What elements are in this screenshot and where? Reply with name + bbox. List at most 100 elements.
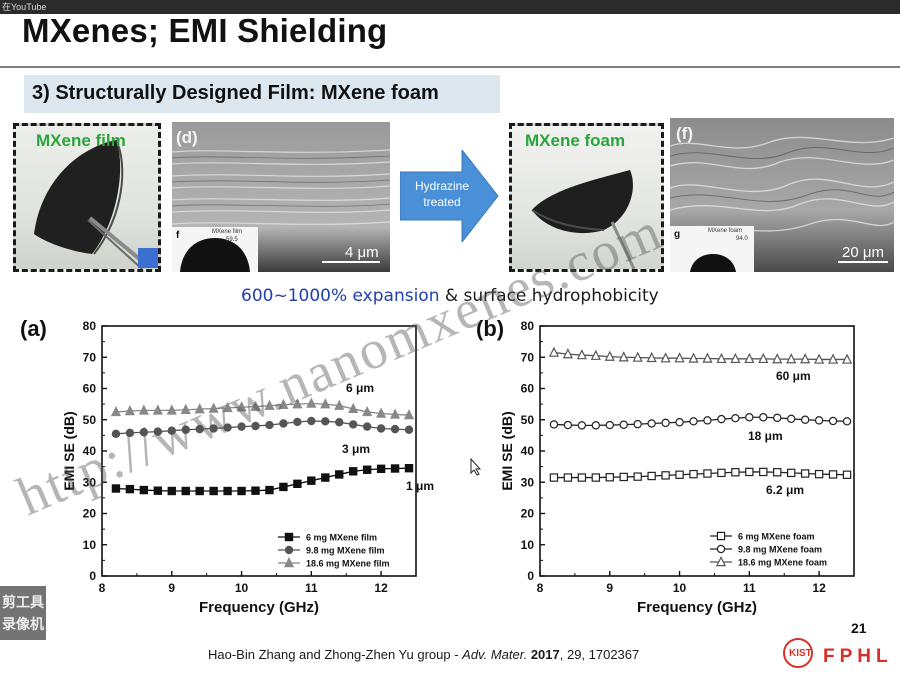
legend-label: 18.6 mg MXene film: [306, 559, 390, 569]
data-point: [800, 353, 811, 364]
data-point: [362, 405, 373, 417]
series-line: [115, 402, 410, 416]
data-point: [251, 486, 260, 495]
data-point: [814, 469, 824, 479]
data-point: [209, 486, 218, 496]
data-point: [250, 400, 261, 411]
data-point: [180, 403, 191, 414]
data-point: [376, 407, 387, 418]
recorder-badge: [0, 586, 46, 640]
data-point: [111, 484, 121, 493]
film-inset-label: MXene film: [212, 229, 243, 235]
data-point: [153, 427, 163, 436]
data-point: [841, 353, 853, 364]
data-point: [334, 399, 345, 410]
data-point: [716, 352, 727, 364]
x-tick-label: 12: [374, 581, 388, 595]
data-point: [688, 352, 699, 363]
data-point: [209, 424, 218, 433]
data-point: [549, 420, 559, 429]
expansion-highlight: 600~1000% expansion: [241, 286, 440, 306]
series-line: [553, 351, 848, 361]
data-point: [125, 484, 135, 494]
data-point: [320, 398, 331, 409]
series-line: [115, 467, 410, 492]
data-point: [717, 414, 726, 424]
data-point: [605, 420, 614, 430]
data-point: [251, 421, 260, 431]
foam-sem-scalebar-label: 20 μm: [842, 244, 884, 261]
data-point: [403, 409, 415, 420]
data-point: [139, 485, 149, 495]
kist-logo-text: KIST: [789, 648, 812, 659]
data-point: [152, 404, 163, 415]
data-point: [167, 426, 176, 435]
expansion-caption: 600~1000% expansion & surface hydrophobi…: [241, 286, 659, 306]
data-point: [223, 486, 232, 496]
data-point: [674, 352, 685, 363]
y-axis-label: EMI SE (dB): [499, 411, 515, 490]
data-point: [208, 402, 219, 413]
data-point: [647, 471, 656, 481]
recorder-badge-line2: 录像机: [2, 616, 44, 632]
data-point: [362, 465, 372, 474]
data-point: [828, 416, 838, 426]
data-point: [111, 429, 121, 439]
legend-marker: [716, 544, 726, 554]
data-point: [842, 417, 852, 426]
data-point: [195, 424, 204, 434]
mxene-film-photo: [13, 123, 161, 272]
data-point: [787, 414, 796, 424]
data-point: [195, 486, 204, 496]
data-point: [800, 469, 810, 478]
legend-marker: [284, 545, 294, 555]
expansion-rest: & surface hydrophobicity: [439, 286, 659, 306]
panel-letter: (a): [20, 316, 47, 341]
page-number: 21: [851, 620, 867, 636]
data-point: [647, 419, 656, 428]
data-point: [590, 349, 601, 360]
data-point: [703, 416, 712, 425]
y-tick-label: 10: [521, 538, 535, 552]
data-point: [702, 352, 713, 363]
data-point: [619, 472, 628, 482]
video-overlay-label[interactable]: 在YouTube: [2, 2, 47, 12]
y-tick-label: 20: [83, 507, 97, 521]
data-point: [814, 416, 824, 425]
data-point: [661, 418, 670, 428]
data-point: [689, 417, 698, 426]
data-point: [125, 428, 135, 438]
arrow-text: Hydrazine treated: [408, 178, 476, 210]
x-tick-label: 9: [606, 581, 613, 595]
y-tick-label: 70: [83, 350, 97, 364]
data-point: [577, 473, 587, 482]
data-point: [376, 464, 386, 474]
data-point: [703, 469, 712, 478]
foam-inset-value: 94.0: [736, 236, 748, 242]
data-point: [236, 401, 247, 412]
x-tick-label: 10: [235, 581, 249, 595]
legend-label: 9.8 mg MXene foam: [738, 545, 822, 555]
film-sem-panel-letter: (d): [176, 128, 198, 147]
citation-journal: Adv. Mater.: [462, 647, 528, 662]
data-point: [237, 486, 246, 496]
data-point: [264, 399, 275, 410]
data-point: [689, 469, 698, 479]
legend-label: 9.8 mg MXene film: [306, 546, 385, 556]
data-point: [591, 421, 601, 430]
data-point: [194, 403, 205, 414]
data-point: [167, 486, 176, 496]
film-sem-image: [172, 122, 390, 272]
x-tick-label: 8: [537, 581, 544, 595]
citation-prefix: Hao-Bin Zhang and Zhong-Zhen Yu group -: [208, 647, 463, 662]
x-tick-label: 11: [305, 581, 318, 595]
mouse-cursor-icon: [470, 458, 482, 476]
data-point: [139, 428, 149, 437]
citation-year: 2017: [530, 647, 560, 662]
y-tick-label: 50: [521, 413, 535, 427]
film-sem-drawing: [172, 122, 390, 272]
data-point: [390, 424, 400, 434]
arrow-text-line1: Hydrazine: [414, 179, 470, 193]
data-point: [348, 402, 359, 414]
